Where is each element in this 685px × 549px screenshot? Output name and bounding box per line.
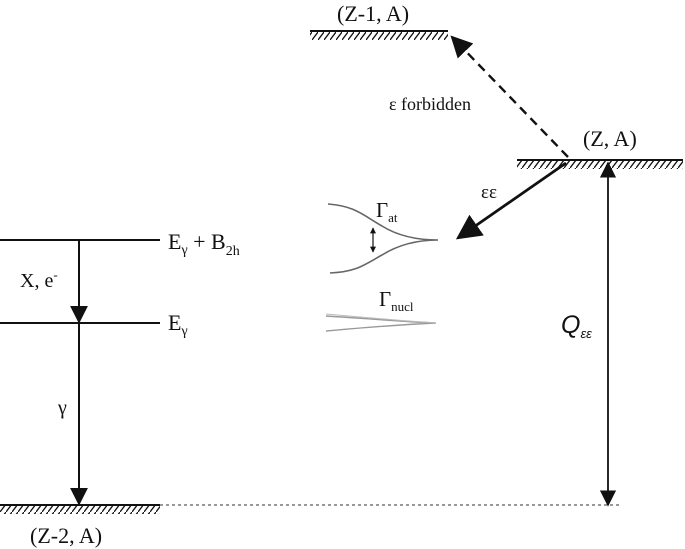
level-z-minus-2: (Z-2, A): [0, 504, 620, 548]
xray-main: X, e: [20, 270, 53, 292]
level-z-minus-1: (Z-1, A): [310, 1, 448, 40]
deexcitation-scheme: Eγ + B2h Eγ X, e- γ: [0, 229, 240, 506]
width-atomic: Γat: [327, 198, 439, 274]
width-nuclear-main: Γ: [379, 287, 391, 311]
lower-level-sub: γ: [180, 324, 187, 339]
forbidden-label: ε forbidden: [389, 94, 471, 114]
double-ec-label: εε: [481, 182, 497, 203]
double-ec-transition: εε: [455, 161, 567, 240]
lower-level-main: E: [168, 310, 181, 335]
level-z-minus-1-label: (Z-1, A): [337, 1, 409, 26]
upper-level-plus: + B: [188, 229, 226, 254]
level-z: (Z, A): [517, 126, 683, 169]
level-z-label: (Z, A): [583, 126, 637, 151]
q-value-main: Q: [561, 311, 580, 339]
width-nuclear-label: Γnucl: [379, 287, 414, 314]
q-value-sub: εε: [580, 326, 592, 341]
upper-level-sub: γ: [180, 243, 187, 258]
gamma-label: γ: [57, 397, 67, 419]
q-value-arrow: Qεε: [561, 161, 617, 507]
lower-level-label: Eγ: [168, 310, 188, 339]
width-atomic-label: Γat: [376, 198, 398, 225]
upper-level-label: Eγ + B2h: [168, 229, 240, 259]
width-atomic-sub: at: [388, 210, 398, 225]
upper-level-sub2: 2h: [226, 244, 240, 259]
xray-sup: -: [53, 267, 57, 282]
width-atomic-main: Γ: [376, 198, 388, 222]
level-z-minus-2-label: (Z-2, A): [30, 523, 102, 548]
forbidden-transition: ε forbidden: [389, 35, 569, 158]
upper-level-main: E: [168, 229, 181, 254]
q-value-label: Qεε: [561, 311, 592, 341]
width-nuclear-sub: nucl: [391, 299, 414, 314]
xray-label: X, e-: [20, 267, 58, 292]
width-nuclear: Γnucl: [325, 287, 437, 332]
